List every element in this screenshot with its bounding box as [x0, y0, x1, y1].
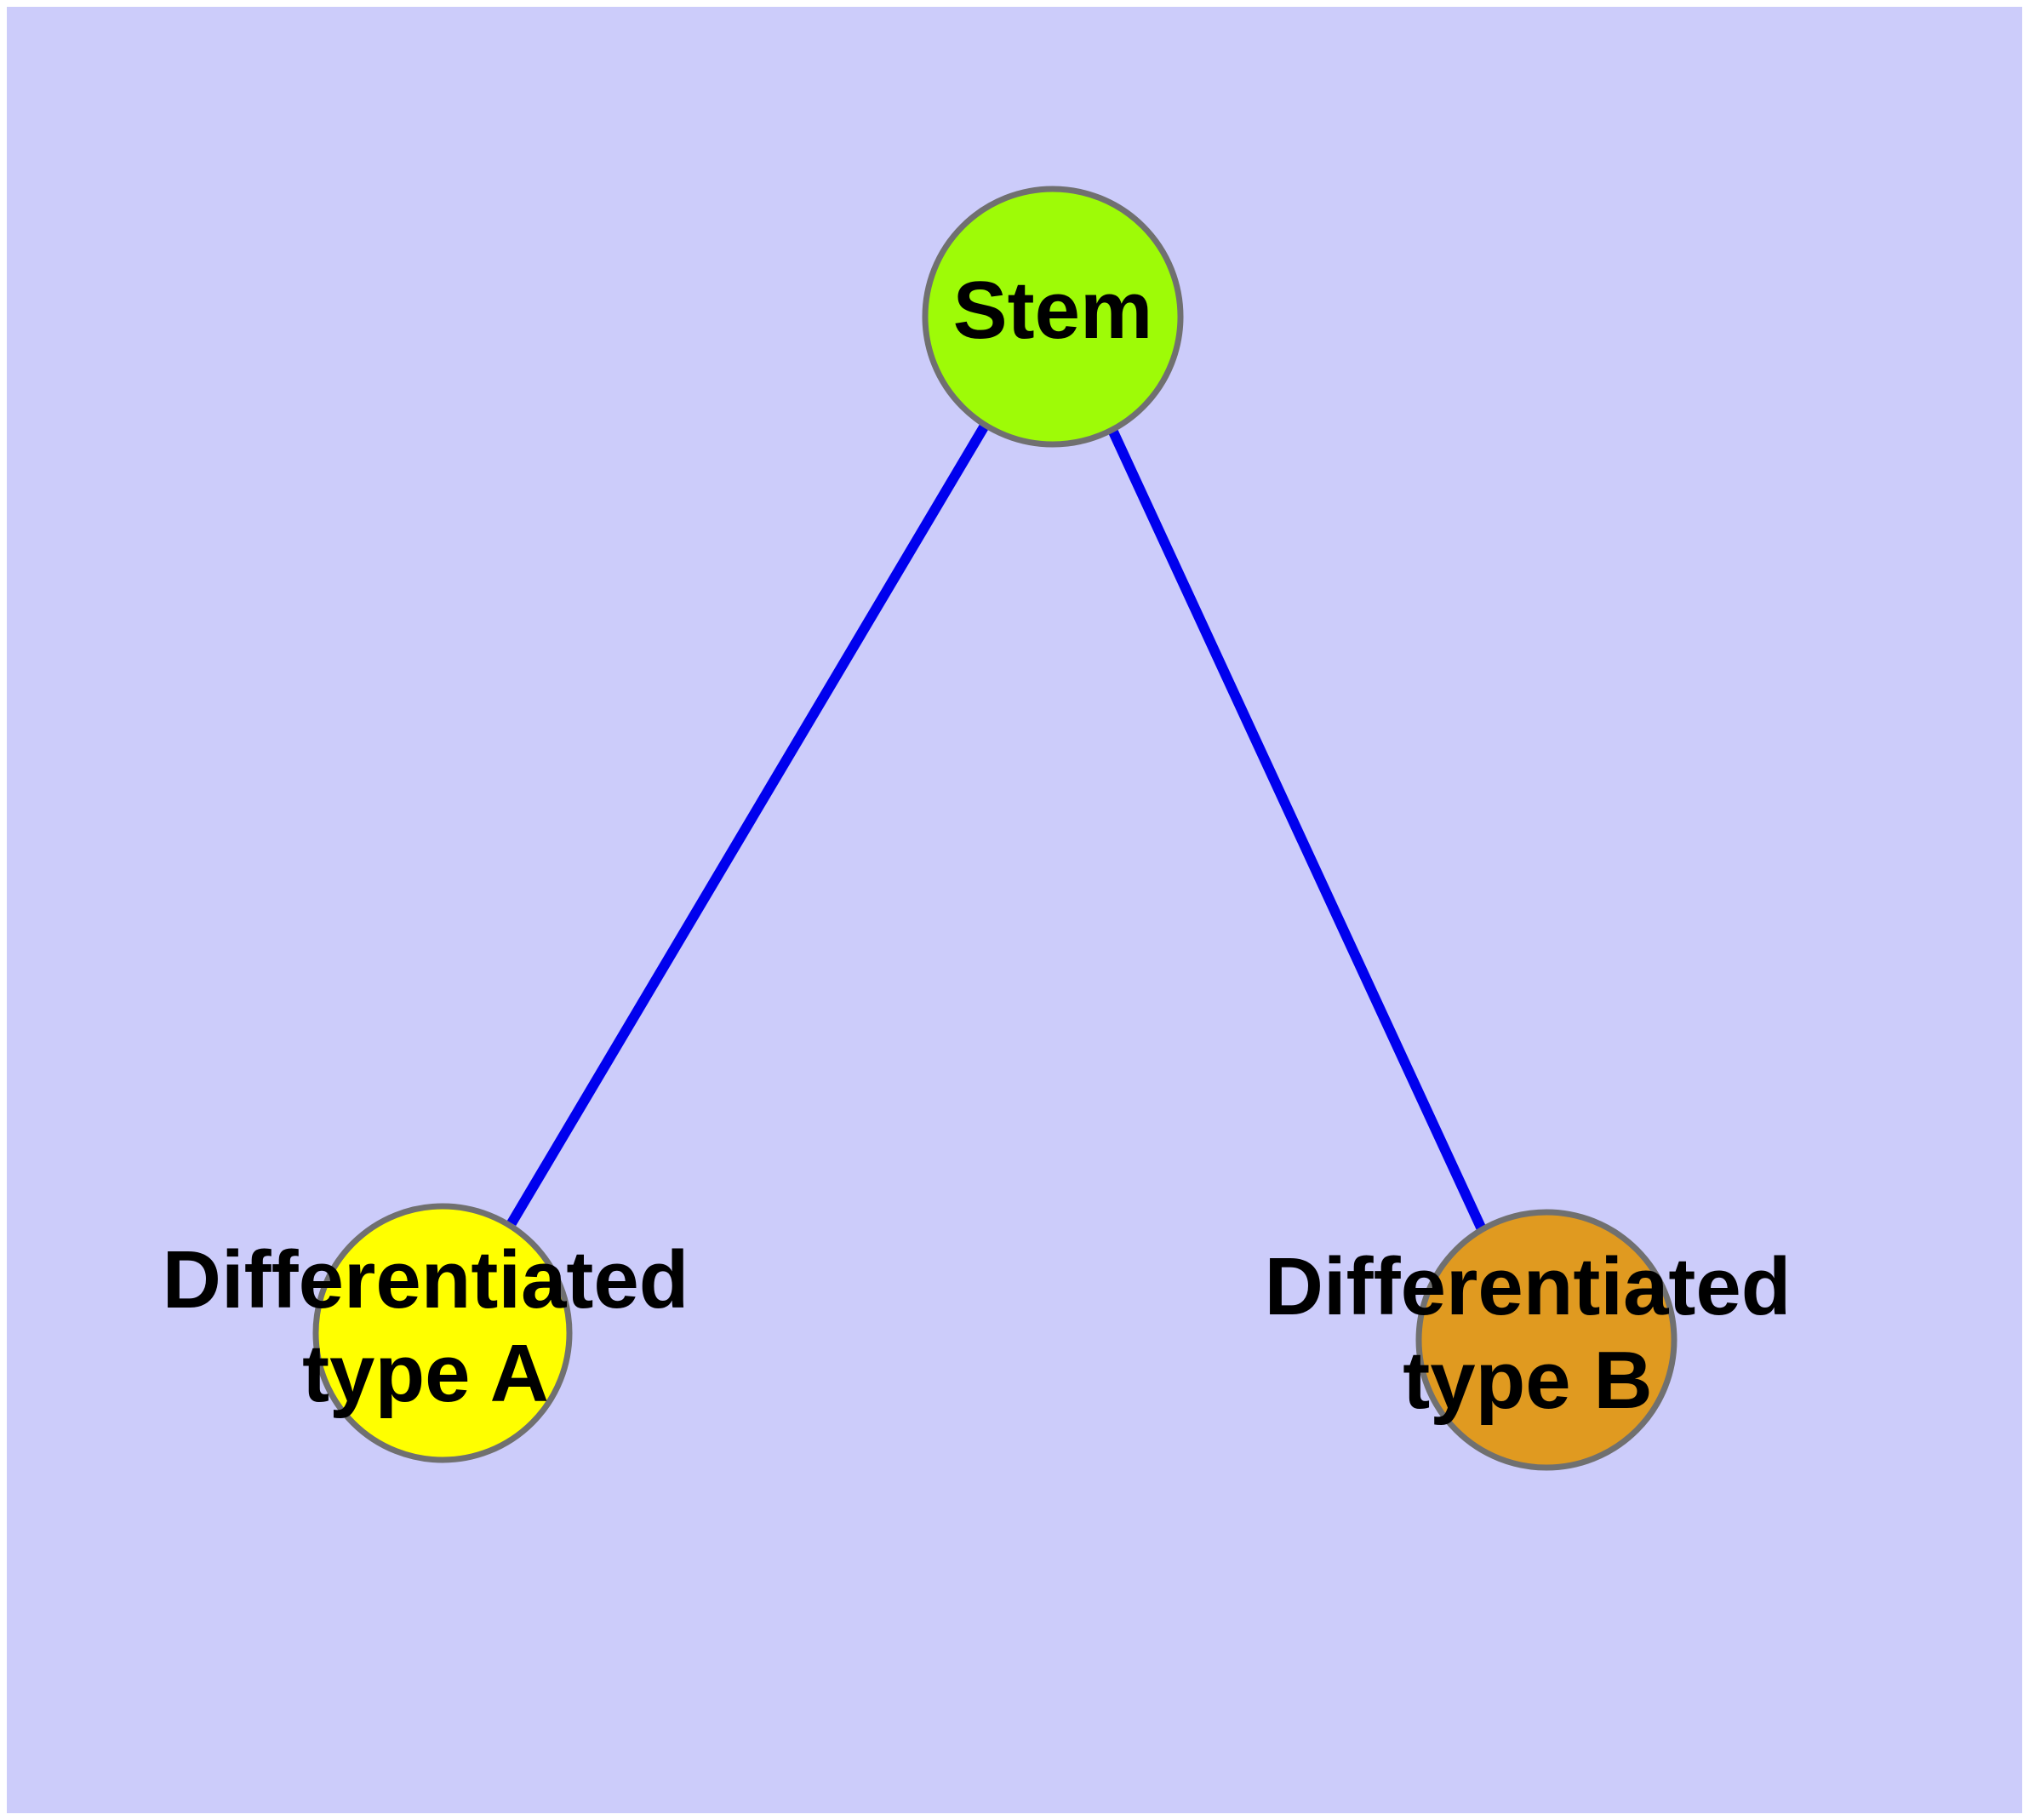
node-stem-label: Stem — [953, 265, 1153, 356]
nodes-layer — [312, 186, 1677, 1471]
node-diff-b-circle[interactable] — [1415, 1209, 1677, 1471]
edge-stem-to-diff-b[interactable] — [1107, 427, 1487, 1232]
node-stem-circle[interactable] — [922, 186, 1184, 448]
edges-layer — [506, 422, 1487, 1232]
node-diff-a-circle[interactable] — [312, 1203, 573, 1463]
edge-stem-to-diff-a[interactable] — [506, 422, 990, 1227]
